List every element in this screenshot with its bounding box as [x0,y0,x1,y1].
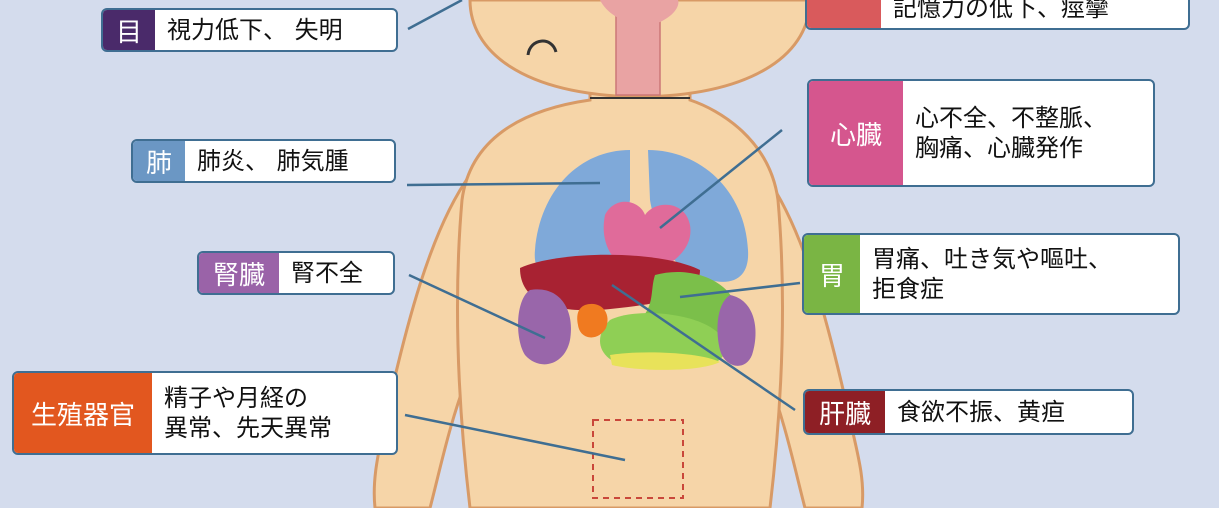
callout-eye: 目 視力低下、 失明 [101,8,398,52]
callout-kidney-line-1: 腎不全 [291,258,363,288]
callout-stomach-desc: 胃痛、吐き気や嘔吐、 拒食症 [860,235,1126,313]
callout-reproductive-line-1: 精子や月経の [164,383,332,413]
callout-brain-line-1: 記憶力の低下、痙攣 [893,0,1109,23]
callout-liver-desc: 食欲不振、黄疸 [885,391,1079,433]
callout-stomach: 胃 胃痛、吐き気や嘔吐、 拒食症 [802,233,1180,315]
callout-eye-desc: 視力低下、 失明 [155,10,357,50]
callout-reproductive-tag: 生殖器官 [14,373,152,453]
callout-heart: 心臓 心不全、不整脈、 胸痛、心臓発作 [807,79,1155,187]
callout-reproductive-line-2: 異常、先天異常 [164,413,332,443]
callout-brain-desc: 記憶力の低下、痙攣 [881,0,1123,28]
callout-stomach-line-2: 拒食症 [872,274,1112,304]
callout-lung-desc: 肺炎、 肺気腫 [185,141,363,181]
callout-liver: 肝臓 食欲不振、黄疸 [803,389,1134,435]
callout-heart-line-2: 胸痛、心臓発作 [915,133,1107,163]
callout-brain: 記憶力の低下、痙攣 [805,0,1190,30]
callout-lung-line-1: 肺炎、 肺気腫 [197,146,349,176]
callout-stomach-tag: 胃 [804,235,860,313]
callout-heart-desc: 心不全、不整脈、 胸痛、心臓発作 [903,81,1121,185]
callout-kidney-desc: 腎不全 [279,253,377,293]
callout-kidney: 腎臓 腎不全 [197,251,395,295]
callout-kidney-tag: 腎臓 [199,253,279,293]
leader-eye [408,0,462,29]
callout-lung-tag: 肺 [133,141,185,181]
callout-brain-tag [807,0,881,28]
callout-heart-line-1: 心不全、不整脈、 [915,103,1107,133]
callout-eye-tag: 目 [103,10,155,50]
callout-liver-line-1: 食欲不振、黄疸 [897,397,1065,427]
callout-stomach-line-1: 胃痛、吐き気や嘔吐、 [872,244,1112,274]
callout-eye-line-1: 視力低下、 失明 [167,15,343,45]
callout-reproductive-desc: 精子や月経の 異常、先天異常 [152,373,346,453]
callout-reproductive: 生殖器官 精子や月経の 異常、先天異常 [12,371,398,455]
callout-liver-tag: 肝臓 [805,391,885,433]
callout-lung: 肺 肺炎、 肺気腫 [131,139,396,183]
callout-heart-tag: 心臓 [809,81,903,185]
